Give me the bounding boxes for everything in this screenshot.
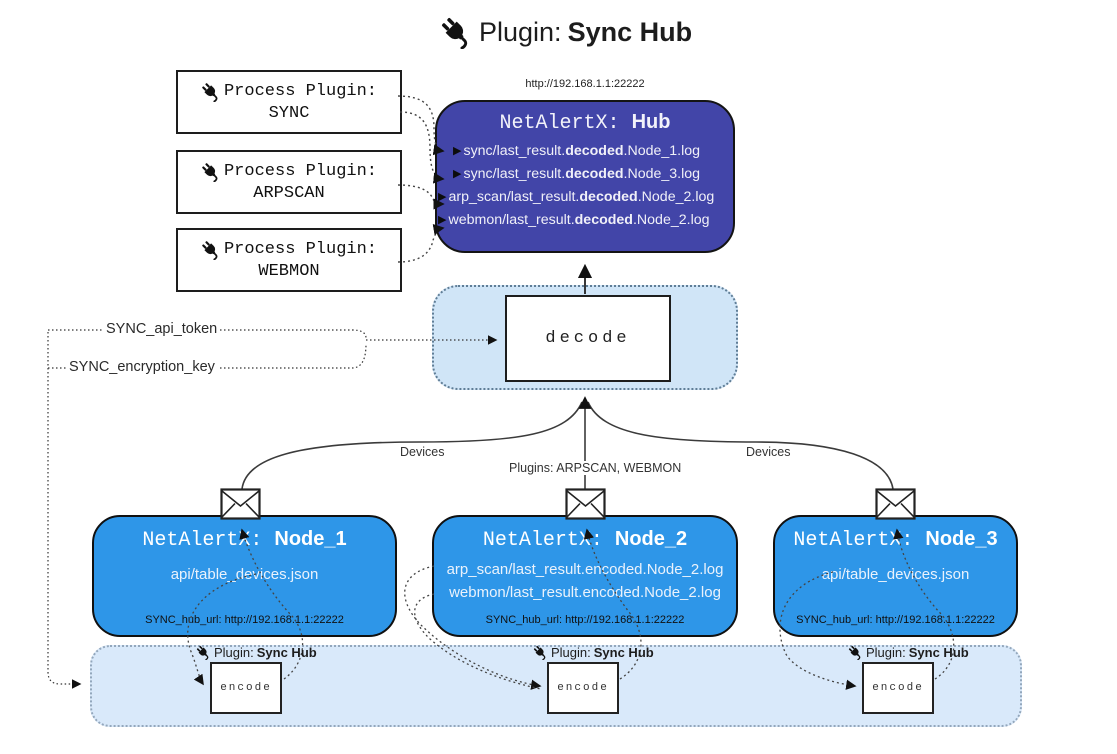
- node-box-node2: NetAlertX: Node_2 arp_scan/last_result.e…: [432, 515, 738, 637]
- band-plugin-label: Plugin: Sync Hub: [196, 645, 317, 660]
- plug-icon: [201, 82, 221, 102]
- devices-edge-label-left: Devices: [396, 445, 449, 459]
- page-title: Plugin: Sync Hub: [440, 16, 692, 49]
- envelope-icon: [220, 488, 261, 520]
- plug-icon: [848, 645, 863, 660]
- plugins-edge-label: Plugins: ARPSCAN, WEBMON: [505, 461, 686, 475]
- node-title: NetAlertX: Node_3: [793, 528, 998, 552]
- envelope-icon: [565, 488, 606, 520]
- hub-log-line: ▶ arp_scan/last_result.decoded.Node_2.lo…: [438, 188, 715, 205]
- encode-box: encode: [210, 662, 282, 714]
- plug-icon: [440, 16, 473, 49]
- plug-icon: [196, 645, 211, 660]
- process-plugin-label: Process Plugin:: [223, 240, 378, 259]
- hub-title-name: Hub: [631, 111, 671, 133]
- plug-icon: [201, 240, 221, 260]
- node-title: NetAlertX: Node_1: [142, 528, 347, 552]
- node-file-line: webmon/last_result.encoded.Node_2.log: [449, 584, 721, 601]
- hub-log-line: ▶ webmon/last_result.decoded.Node_2.log: [438, 211, 710, 228]
- decode-box: decode: [505, 295, 671, 382]
- hub-title-prefix: NetAlertX:: [499, 112, 632, 135]
- node-hub-url: SYNC_hub_url: http://192.168.1.1:22222: [485, 614, 685, 626]
- node-file-line: arp_scan/last_result.encoded.Node_2.log: [446, 561, 724, 578]
- title-prefix: Plugin:: [479, 17, 562, 47]
- hub-log-line: ▶ sync/last_result.decoded.Node_1.log: [453, 142, 701, 159]
- process-plugin-box-arpscan: Process Plugin: ARPSCAN: [176, 150, 402, 214]
- hub-url-label: http://192.168.1.1:22222: [525, 78, 645, 90]
- arrow-right-icon: ▶: [438, 214, 447, 226]
- process-plugin-label: Process Plugin:: [223, 162, 378, 181]
- title-name: Sync Hub: [567, 17, 693, 47]
- process-plugin-label: Process Plugin:: [223, 82, 378, 101]
- node-to-decode-wires: [241, 396, 894, 490]
- hub-box: NetAlertX: Hub ▶ sync/last_result.decode…: [435, 100, 735, 253]
- sync-encryption-key-label: SYNC_encryption_key: [66, 359, 218, 375]
- sync-api-token-label: SYNC_api_token: [103, 321, 221, 337]
- encode-box: encode: [862, 662, 934, 714]
- process-plugin-box-webmon: Process Plugin: WEBMON: [176, 228, 402, 292]
- node-hub-url: SYNC_hub_url: http://192.168.1.1:22222: [145, 614, 344, 626]
- node-hub-url: SYNC_hub_url: http://192.168.1.1:22222: [796, 614, 995, 626]
- envelope-icon: [875, 488, 916, 520]
- devices-edge-label-right: Devices: [742, 445, 795, 459]
- node-title: NetAlertX: Node_2: [482, 528, 688, 552]
- node-box-node1: NetAlertX: Node_1 api/table_devices.json…: [92, 515, 397, 637]
- arrow-right-icon: ▶: [453, 145, 462, 157]
- hub-log-line: ▶ sync/last_result.decoded.Node_3.log: [453, 165, 701, 182]
- hub-title: NetAlertX: Hub: [437, 111, 733, 139]
- arrow-right-icon: ▶: [438, 191, 447, 203]
- band-plugin-label: Plugin: Sync Hub: [533, 645, 654, 660]
- node-box-node3: NetAlertX: Node_3 api/table_devices.json…: [773, 515, 1018, 637]
- node-file-line: api/table_devices.json: [821, 566, 970, 583]
- process-plugin-box-sync: Process Plugin: SYNC: [176, 70, 402, 134]
- plug-icon: [201, 162, 221, 182]
- process-plugin-name: WEBMON: [258, 261, 320, 281]
- band-plugin-label: Plugin: Sync Hub: [848, 645, 969, 660]
- encode-box: encode: [547, 662, 619, 714]
- process-plugin-name: SYNC: [268, 103, 310, 123]
- process-plugin-name: ARPSCAN: [253, 183, 325, 203]
- plug-icon: [533, 645, 548, 660]
- node-file-line: api/table_devices.json: [170, 566, 319, 583]
- arrow-right-icon: ▶: [453, 168, 462, 180]
